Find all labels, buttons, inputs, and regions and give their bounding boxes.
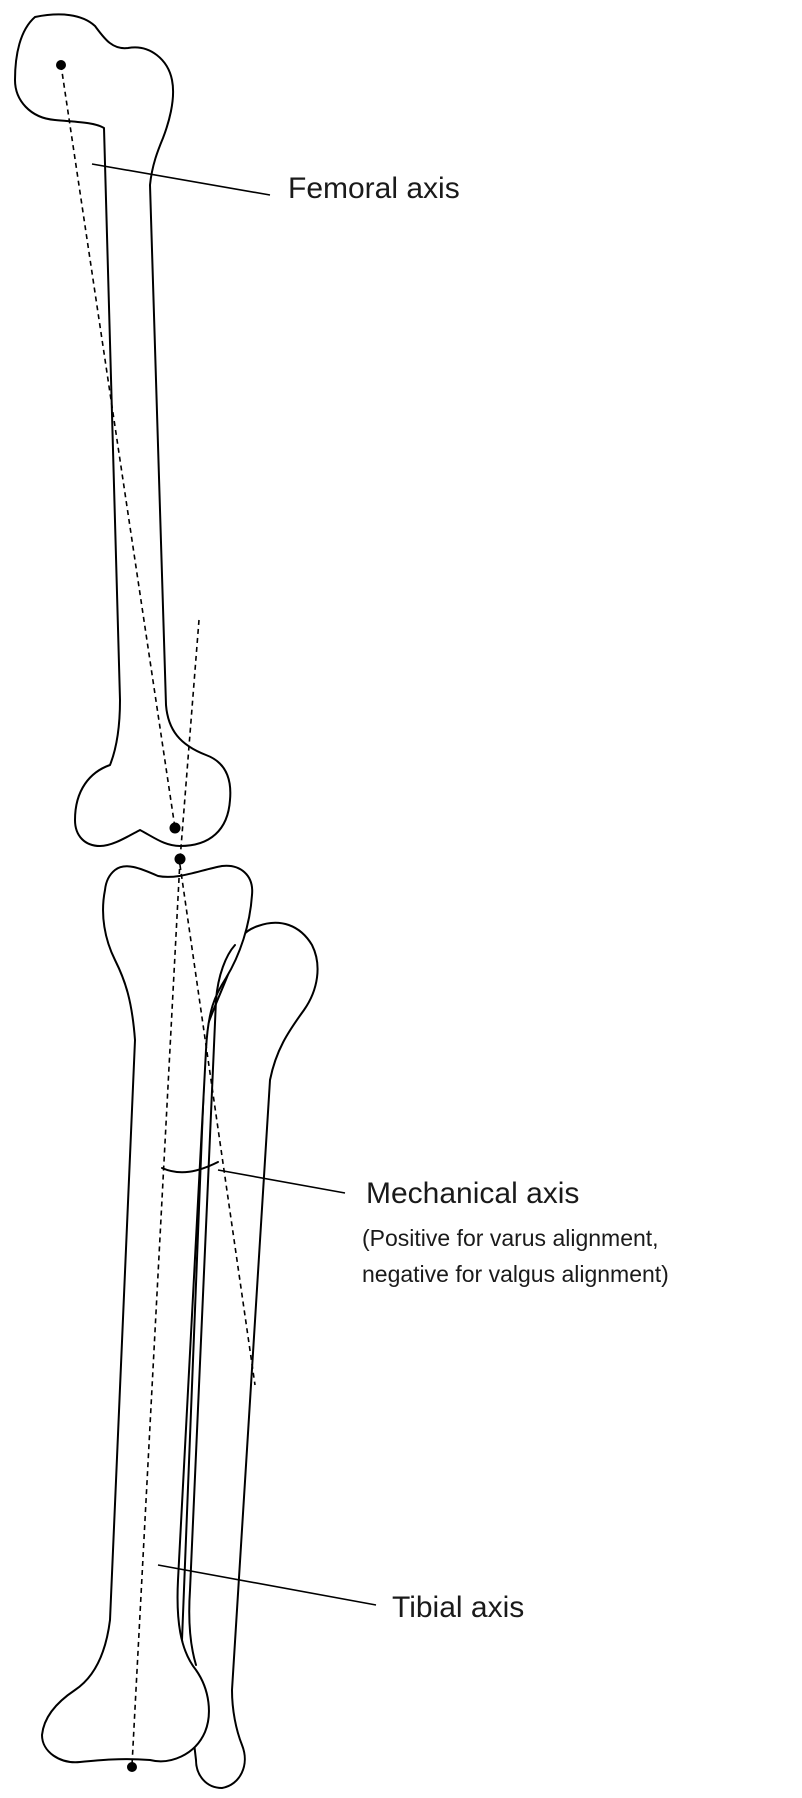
femoral-head-center-point	[56, 60, 66, 70]
femur-outline	[15, 14, 230, 846]
tibial-axis-label: Tibial axis	[392, 1591, 524, 1624]
ankle-center-point	[127, 1762, 137, 1772]
knee-center-point-lower	[175, 854, 186, 865]
mechanical-axis-note-line-2: negative for valgus alignment)	[362, 1261, 669, 1287]
mechanical-axis-label: Mechanical axis	[366, 1177, 579, 1210]
knee-center-point-upper	[170, 823, 181, 834]
femoral-axis-label: Femoral axis	[288, 172, 460, 205]
mechanical-axis-note-line-1: (Positive for varus alignment,	[362, 1225, 659, 1251]
